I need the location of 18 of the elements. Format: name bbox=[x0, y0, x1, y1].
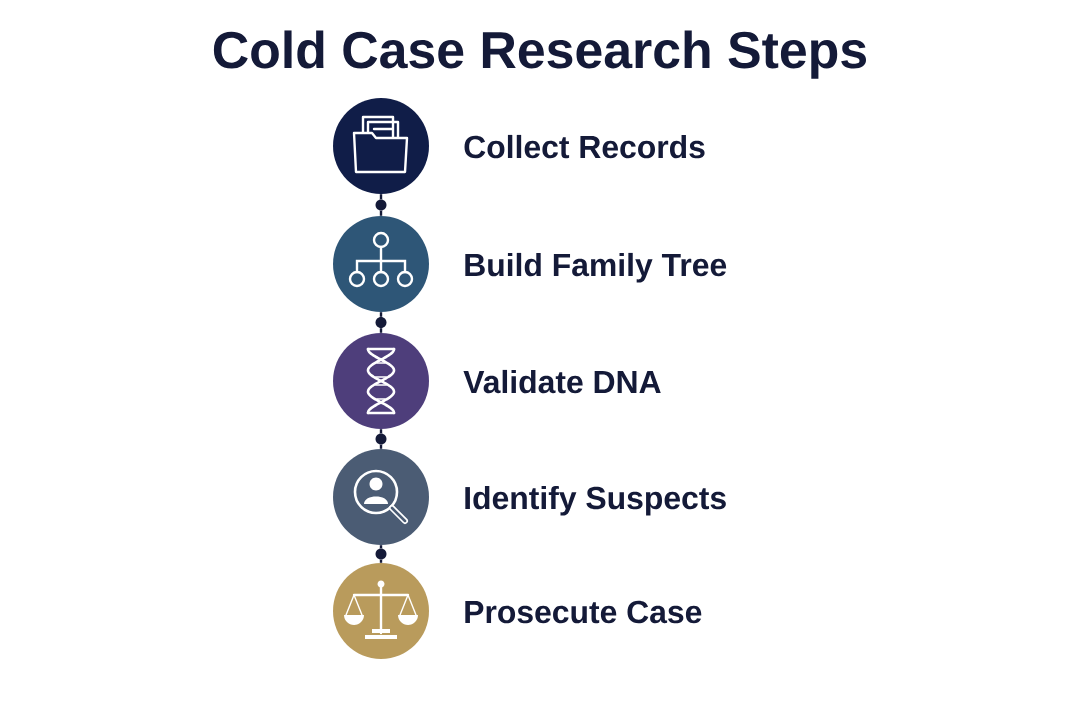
connector bbox=[379, 429, 383, 434]
connector bbox=[379, 210, 383, 216]
step-label: Identify Suspects bbox=[465, 485, 726, 516]
step-label: Validate DNA bbox=[463, 369, 661, 394]
title: Cold Case Research Steps bbox=[213, 30, 866, 79]
step-label: Collect Records bbox=[464, 134, 705, 159]
connector bbox=[379, 444, 383, 449]
connector bbox=[379, 328, 383, 333]
connector bbox=[379, 312, 383, 317]
step-circle bbox=[333, 449, 429, 545]
step-circle bbox=[333, 563, 429, 659]
connector bbox=[379, 545, 383, 549]
step-label: Prosecute Case bbox=[465, 600, 702, 624]
connector bbox=[379, 559, 383, 563]
step-circle bbox=[333, 216, 429, 312]
step-circle bbox=[333, 333, 429, 429]
step-label: Build Family Tree bbox=[465, 252, 727, 283]
connector bbox=[379, 194, 383, 200]
